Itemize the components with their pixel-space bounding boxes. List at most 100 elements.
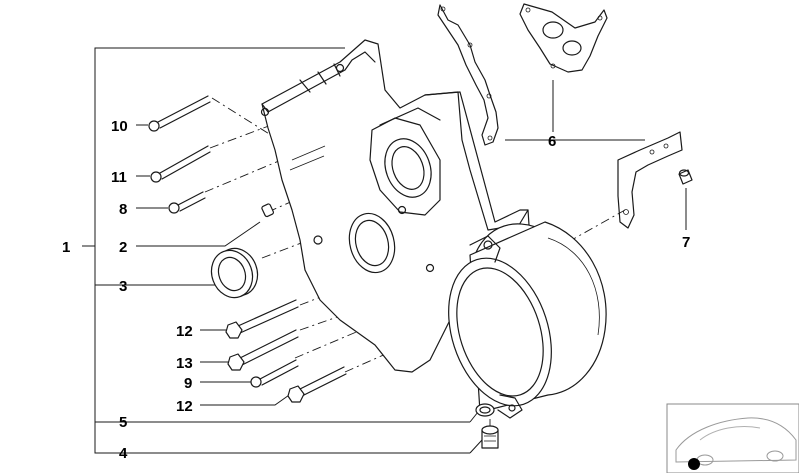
axis-gasket-7: [567, 209, 626, 243]
callout-5: 5: [119, 414, 127, 431]
gasket-6-hole-a: [440, 6, 446, 12]
gasket-bracket-hole-1: [649, 149, 655, 155]
bolt-12b-head: [287, 385, 305, 403]
plug-4-top: [481, 425, 499, 435]
leaders-bolts: [136, 80, 687, 454]
bolt-8-head: [168, 202, 180, 214]
car-window-line: [699, 426, 761, 441]
gasket-6-left-strip: [437, 4, 499, 146]
housing-front-outer: [448, 257, 552, 407]
callout-6: 6: [548, 133, 556, 150]
callout-4: 4: [119, 445, 128, 462]
car-outline: [675, 417, 797, 463]
gasket-bracket-shape: [617, 131, 683, 229]
boss-3: [397, 205, 407, 215]
callout-7: 7: [682, 234, 690, 251]
dowel-sleeve-7: [678, 169, 693, 185]
sealing-ring-5: [475, 403, 495, 417]
housing-lug-hole: [483, 240, 493, 250]
bolt-9-head: [250, 376, 262, 388]
vehicle-thumbnail: [666, 403, 799, 473]
upper-bore-flange: [369, 117, 441, 216]
gasket-6-hole-b: [467, 42, 473, 48]
bolts: [148, 95, 347, 403]
boss-4: [425, 263, 435, 273]
gasket-6-right-plate: [519, 3, 608, 73]
callout-1: 1: [62, 239, 70, 256]
housing-lug-top: [469, 235, 501, 263]
bolt-11-head: [150, 171, 162, 183]
boss-1: [260, 107, 270, 117]
callout-10: 10: [111, 118, 128, 135]
leader-12b: [200, 392, 293, 406]
callout-12-upper: 12: [176, 323, 193, 340]
housing-lug-bottom-hole: [508, 404, 516, 412]
seal-3-inner: [217, 256, 247, 292]
gasket-bracket-hole-2: [663, 143, 669, 149]
bolt-12b-shank-b: [301, 373, 347, 397]
axis-bolt-9: [294, 304, 421, 359]
sealing-ring-5-inner: [479, 406, 491, 414]
housing-front-inner: [456, 267, 544, 397]
bolt-8-shank-b: [179, 197, 206, 212]
housing-ring: [448, 221, 607, 419]
bracket-group-1: [82, 47, 470, 454]
gasket-6-hole-g: [550, 63, 556, 69]
cover-strut-right: [424, 91, 529, 223]
boss-2: [335, 63, 345, 73]
bolt-13-shank-b: [241, 336, 299, 366]
cover-strut-top: [379, 107, 441, 126]
gasket-6: [437, 3, 608, 146]
upper-bore-inner: [391, 146, 425, 190]
bolt-12a-head: [225, 321, 243, 339]
gasket-7-bracket: [617, 131, 693, 229]
bolt-13-head: [227, 353, 245, 371]
callout-9: 9: [184, 375, 192, 392]
callout-2: 2: [119, 239, 127, 256]
gasket-6-port-2: [562, 40, 582, 56]
bolt-12b-shank: [299, 366, 345, 390]
callout-12-lower: 12: [176, 398, 193, 415]
gasket-6-hole-f: [597, 15, 603, 21]
plug-4-thread: [484, 435, 496, 442]
dowel-pin-2: [261, 203, 275, 218]
boss-5: [313, 235, 323, 245]
gasket-6-hole-d: [487, 135, 493, 141]
gasket-6-hole-e: [525, 7, 531, 13]
cover-slot: [289, 145, 326, 171]
upper-bore-outer: [384, 138, 432, 198]
callout-3: 3: [119, 278, 127, 295]
bolt-10-shank: [157, 95, 209, 123]
bolt-10-shank-b: [159, 101, 211, 129]
leader-2: [136, 221, 261, 247]
crank-bore-inner: [354, 219, 390, 267]
callout-13: 13: [176, 355, 193, 372]
callout-labels: 1 2 3 4 5 6 7 8 9 10 11 12 13 12: [62, 118, 690, 462]
bolt-9-shank: [259, 359, 297, 380]
seal-3-outer: [210, 249, 254, 299]
dowel-sleeve-7-top: [678, 169, 690, 177]
location-marker-dot: [688, 458, 700, 470]
bracket-line-1: [94, 47, 470, 454]
bolt-13-shank: [239, 329, 297, 359]
bolt-12a-shank: [237, 299, 297, 327]
bolt-8-shank: [177, 191, 204, 206]
bolt-12a-shank-b: [239, 306, 299, 334]
leader-4: [469, 439, 483, 454]
drain-parts: [475, 403, 499, 449]
bolt-11-shank: [159, 145, 209, 174]
crank-bore-outer: [348, 212, 396, 274]
gasket-6-hole-c: [486, 93, 492, 99]
bolt-9-shank-b: [261, 365, 299, 386]
leader-5: [469, 411, 479, 423]
gasket-6-port-1: [542, 21, 564, 39]
bolt-11-shank-b: [161, 151, 211, 180]
housing-lug-bottom: [497, 394, 523, 419]
bolt-10-head: [148, 120, 160, 132]
gasket-bracket-hole-3: [623, 209, 629, 215]
housing-edge-line: [547, 237, 600, 336]
callout-8: 8: [119, 201, 127, 218]
car-wheel-rear: [766, 450, 784, 462]
